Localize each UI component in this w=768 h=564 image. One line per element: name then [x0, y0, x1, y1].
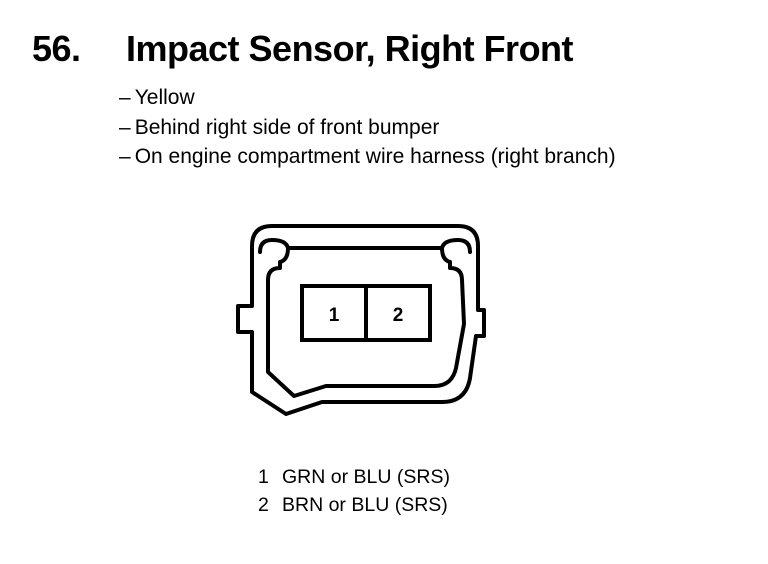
note-location: –Behind right side of front bumper — [119, 113, 616, 143]
pinout-row: 1 GRN or BLU (SRS) — [258, 463, 450, 491]
note-text: Behind right side of front bumper — [134, 115, 440, 139]
page-title: 56. Impact Sensor, Right Front — [32, 28, 574, 70]
locking-tab-right — [440, 237, 472, 254]
cavity-label-1: 1 — [329, 305, 340, 326]
locking-tab-left — [258, 237, 290, 254]
terminal-cavity-2 — [364, 284, 432, 342]
pinout-list: 1 GRN or BLU (SRS) 2 BRN or BLU (SRS) — [258, 463, 450, 519]
note-dash: – — [119, 86, 131, 109]
note-dash: – — [119, 115, 131, 139]
pin-number: 1 — [258, 466, 269, 488]
note-text: On engine compartment wire harness (righ… — [134, 145, 616, 168]
pin-number: 2 — [258, 494, 269, 516]
note-harness: –On engine compartment wire harness (rig… — [119, 142, 616, 172]
cavity-label-2: 2 — [393, 305, 404, 326]
pin-wire: BRN or BLU (SRS) — [282, 494, 448, 516]
connector-housing-outer — [236, 224, 486, 416]
section-number: 56. — [32, 28, 81, 69]
note-dash: – — [119, 145, 131, 168]
component-title: Impact Sensor, Right Front — [126, 28, 574, 69]
note-color: –Yellow — [119, 83, 616, 113]
connector-face-diagram: 1 2 — [236, 224, 486, 416]
note-text: Yellow — [134, 86, 195, 109]
pinout-row: 2 BRN or BLU (SRS) — [258, 491, 450, 519]
location-notes: –Yellow –Behind right side of front bump… — [119, 83, 616, 172]
pin-wire: GRN or BLU (SRS) — [282, 466, 450, 488]
connector-housing-inner — [266, 246, 466, 398]
